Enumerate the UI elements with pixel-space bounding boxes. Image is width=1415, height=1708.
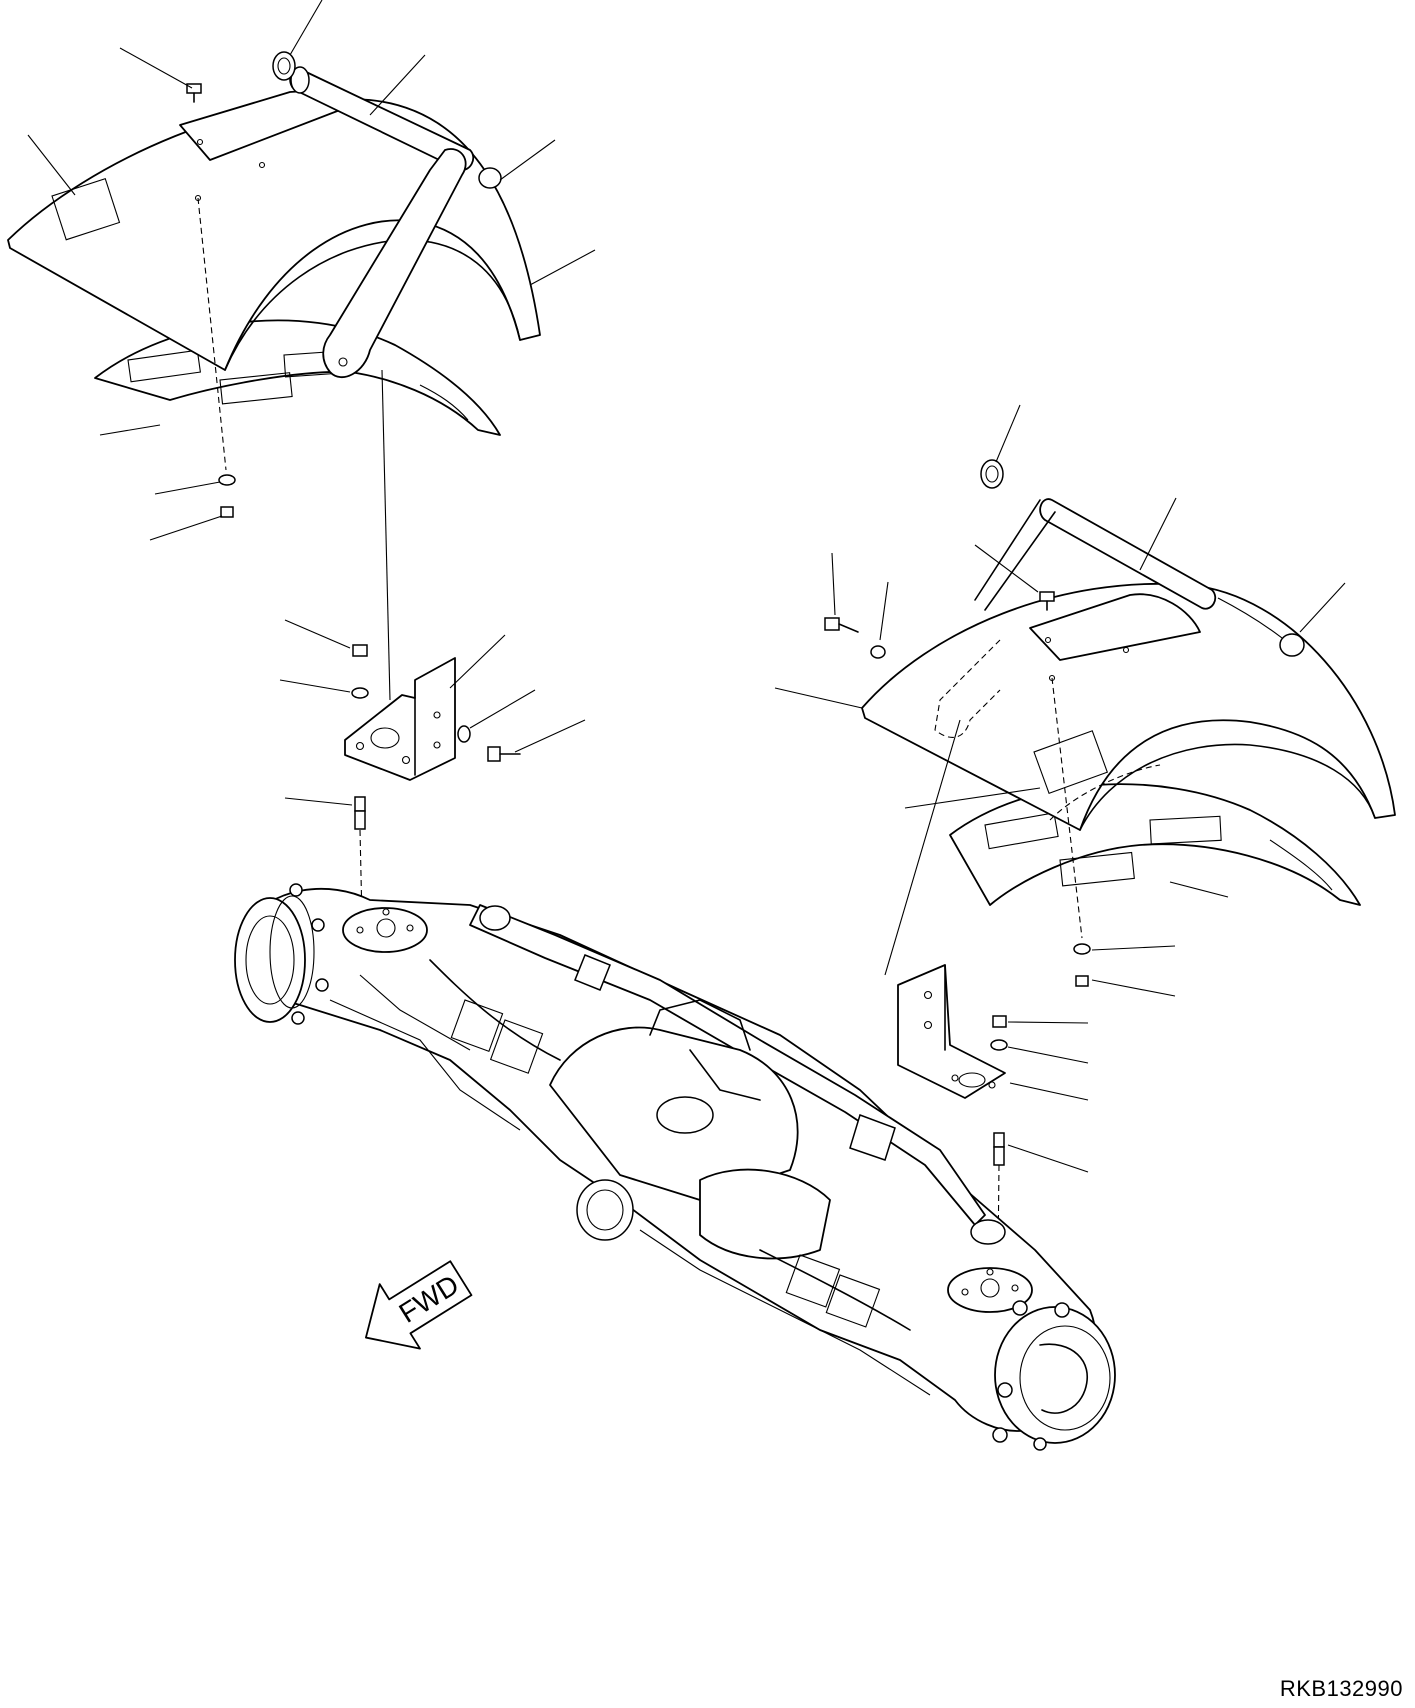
axle-right-hub xyxy=(992,1300,1116,1451)
left-support-arm xyxy=(322,148,467,378)
right-tube-cap-front xyxy=(1279,633,1305,657)
left-fender-bolt xyxy=(186,83,202,103)
right-side-washer xyxy=(870,645,886,659)
right-bracket-stud xyxy=(993,1132,1005,1166)
left-fender-washer xyxy=(218,474,236,486)
axle-left-hub xyxy=(234,883,329,1025)
right-side-bolt xyxy=(824,617,859,633)
right-fender-bolt xyxy=(1039,591,1055,611)
axle-center-differential xyxy=(429,959,911,1331)
left-bracket-stud xyxy=(354,796,366,830)
left-fender-label-plate xyxy=(51,178,121,241)
axle-assembly xyxy=(234,883,1116,1451)
left-tube-cap-rear xyxy=(272,51,296,81)
forward-arrow-icon: FWD xyxy=(365,1260,473,1350)
right-fender-nut xyxy=(1075,975,1089,987)
left-tube-cap-front xyxy=(478,167,502,189)
right-fender-assembly xyxy=(774,404,1396,997)
left-bracket-washer xyxy=(351,687,369,699)
right-bracket-washer xyxy=(990,1039,1008,1051)
right-tube-cap-rear xyxy=(980,459,1004,489)
right-fender-label-plate xyxy=(1033,730,1109,795)
left-bracket-side-washer xyxy=(457,725,471,743)
right-fender-washer xyxy=(1073,943,1091,955)
figure-id-code: RKB132990 xyxy=(1279,1676,1403,1701)
axle-right-mount-pad xyxy=(947,1267,1033,1313)
axle-left-mount-pad xyxy=(342,907,428,953)
left-mounting-bracket-group xyxy=(279,369,586,921)
left-mud-flap xyxy=(94,319,501,436)
right-bracket-nut xyxy=(992,1015,1007,1028)
left-fender-nut xyxy=(220,506,234,518)
left-fender-assembly xyxy=(7,0,596,541)
left-bracket-nut xyxy=(352,644,368,657)
axle-center-badge xyxy=(656,1096,714,1134)
left-bracket-side-bolt xyxy=(487,746,521,762)
right-mounting-bracket-group xyxy=(884,719,1089,1261)
left-mounting-bracket xyxy=(344,657,456,781)
right-support-tube xyxy=(1039,498,1217,610)
right-hidden-bracket xyxy=(934,639,1001,738)
